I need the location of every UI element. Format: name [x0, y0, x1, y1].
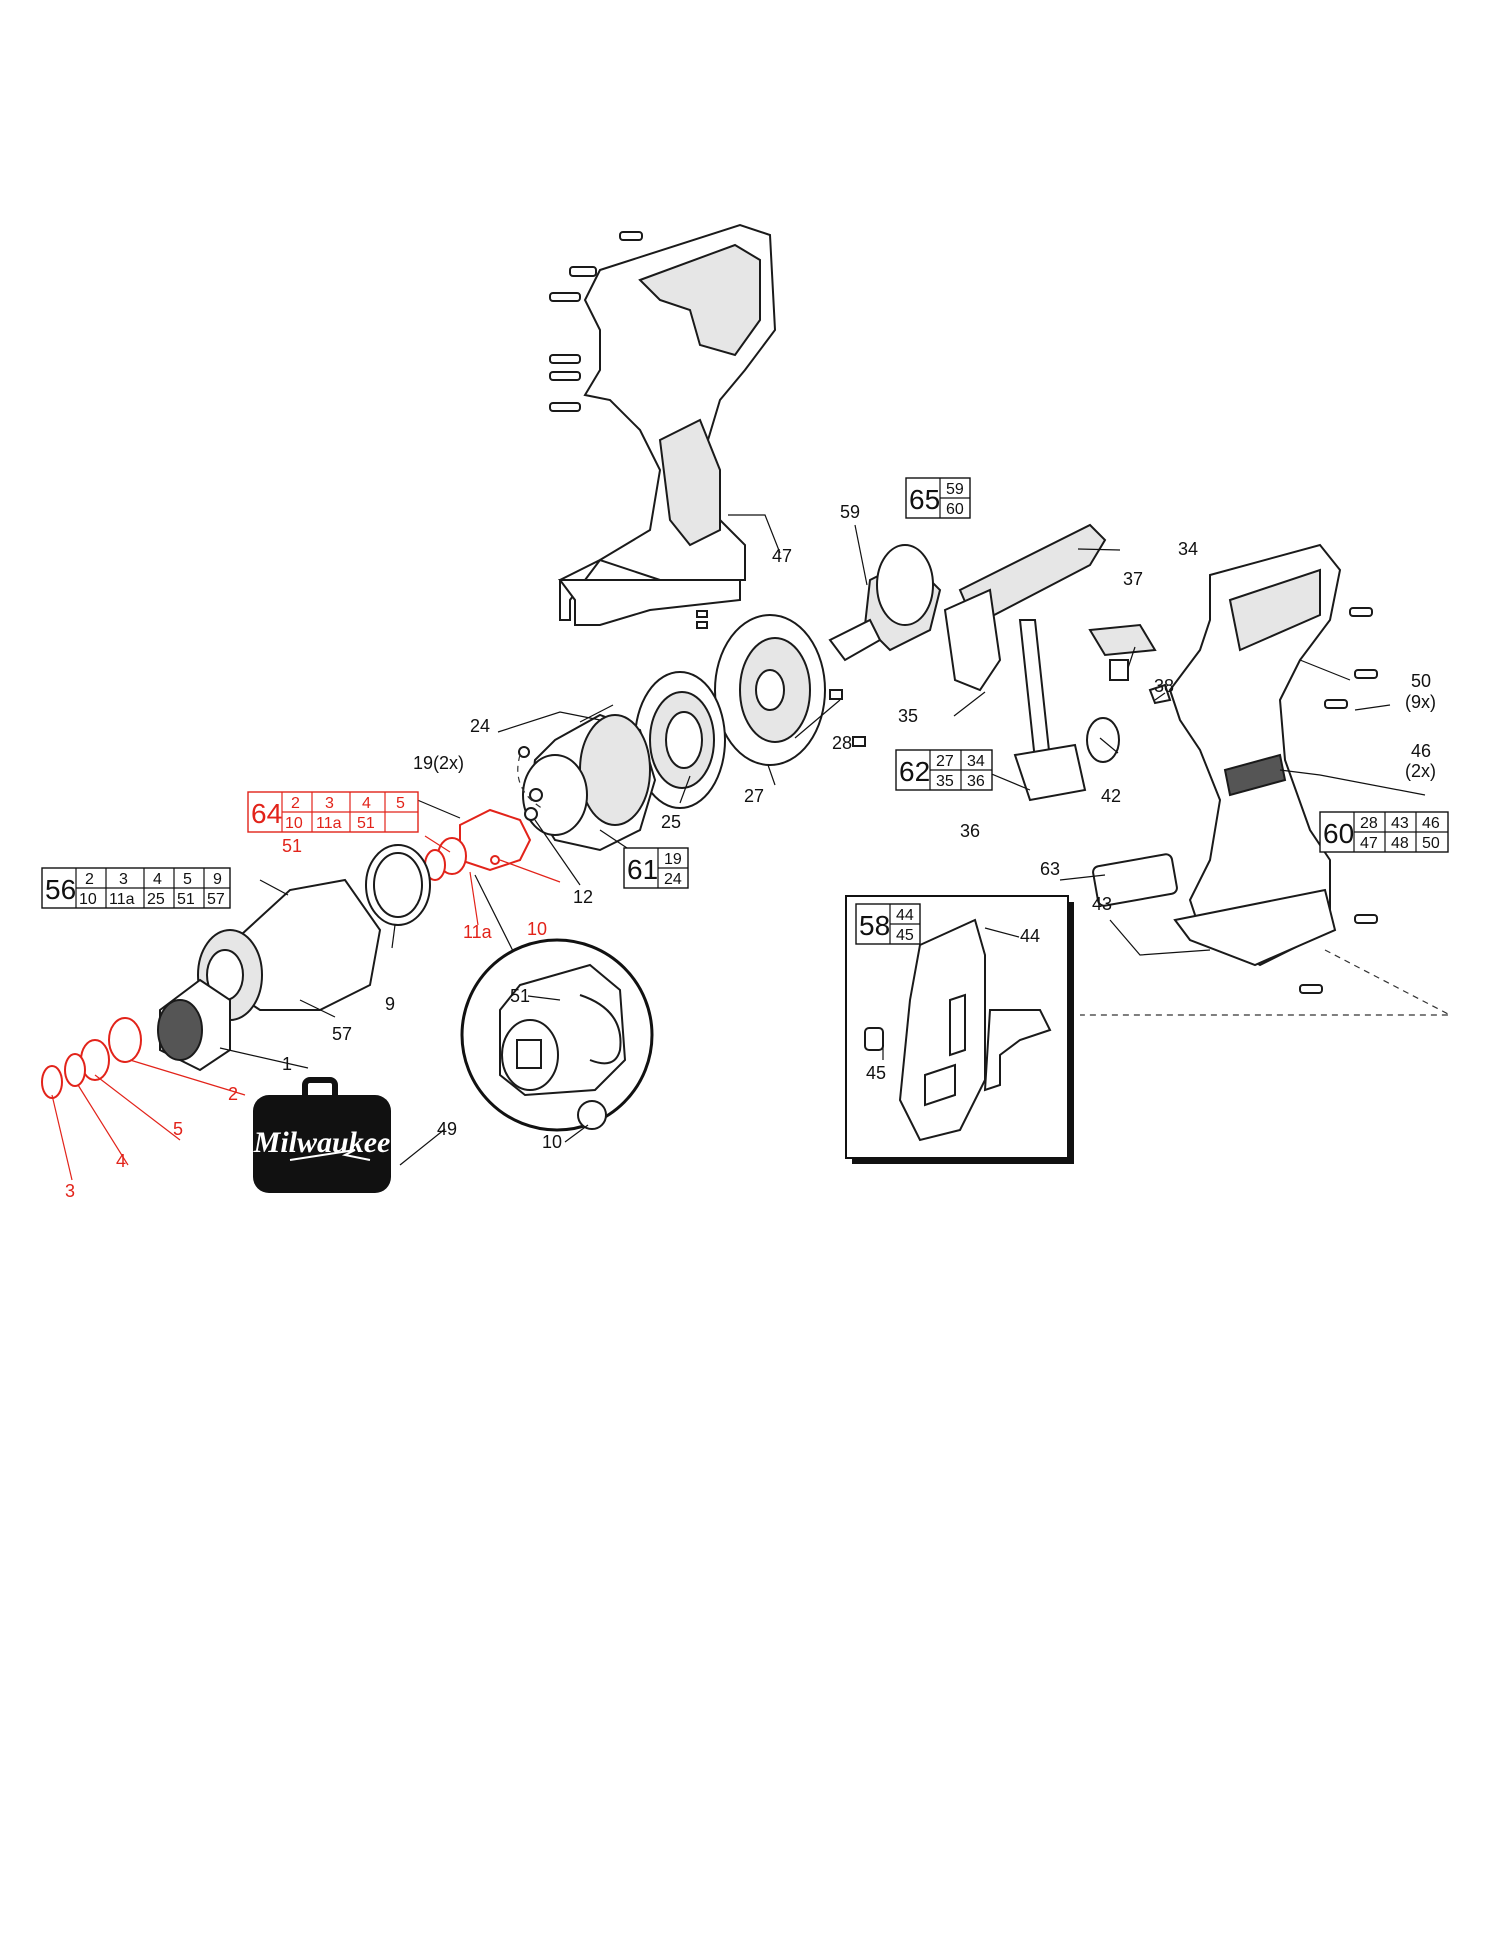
label-11a: 11a — [463, 922, 493, 942]
case-brand-text: Milwaukee — [253, 1126, 391, 1159]
label-37: 37 — [1123, 569, 1143, 589]
kit-56-cell: 2 — [85, 871, 94, 888]
kit-64-cell: 3 — [325, 795, 334, 812]
kit-64-cell: 2 — [291, 795, 300, 812]
leader-lines — [51, 514, 1426, 1181]
label-46: 46 — [1411, 741, 1431, 761]
kit-table-65: 65 59 60 — [905, 477, 971, 519]
label-19: 19(2x) — [413, 753, 464, 773]
kit-62-cell: 27 — [936, 753, 954, 770]
kit-60-cell: 46 — [1422, 815, 1440, 832]
front-red-parts — [41, 1017, 142, 1099]
label-12: 12 — [573, 887, 593, 907]
label-27: 27 — [744, 786, 764, 806]
label-25: 25 — [661, 812, 681, 832]
kit-56-cell: 9 — [213, 871, 222, 888]
label-10-detail: 10 — [542, 1132, 562, 1152]
electronics — [943, 523, 1172, 802]
label-59: 59 — [840, 502, 860, 522]
kit-62-cell: 35 — [936, 773, 954, 790]
label-24: 24 — [470, 716, 490, 736]
label-5: 5 — [173, 1119, 183, 1139]
label-42: 42 — [1101, 786, 1121, 806]
label-35: 35 — [898, 706, 918, 726]
kit-62-cell: 36 — [967, 773, 985, 790]
kit-65-id: 65 — [909, 484, 940, 515]
label-51: 51 — [282, 836, 302, 856]
label-43: 43 — [1092, 894, 1112, 914]
kit-56-id: 56 — [45, 874, 76, 905]
kit-58-id: 58 — [859, 910, 890, 941]
label-4: 4 — [116, 1151, 126, 1171]
kit-61-cell: 24 — [664, 871, 682, 888]
label-50: 50 — [1411, 671, 1431, 691]
kit-64-cell: 4 — [362, 795, 371, 812]
kit-62-id: 62 — [899, 756, 930, 787]
gear-housing — [197, 844, 431, 1021]
label-50-qty: (9x) — [1405, 692, 1436, 712]
label-28: 28 — [832, 733, 852, 753]
label-45: 45 — [866, 1063, 886, 1083]
right-housing-half — [1080, 543, 1451, 1016]
kit-56-cell: 51 — [177, 891, 195, 908]
kit-table-60: 60 28 43 46 47 48 50 — [1319, 811, 1449, 853]
kit-60-cell: 48 — [1391, 835, 1409, 852]
kit-table-62: 62 27 34 35 36 — [895, 749, 993, 791]
kit-56-cell: 11a — [109, 891, 135, 908]
label-51-detail: 51 — [510, 986, 530, 1006]
kit-56-cell: 25 — [147, 891, 165, 908]
label-44: 44 — [1020, 926, 1040, 946]
carry-case: Milwaukee — [253, 1077, 391, 1193]
kit-table-61: 61 19 24 — [623, 847, 689, 889]
anvil — [424, 807, 538, 881]
kit-56-cell: 4 — [153, 871, 162, 888]
label-10: 10 — [527, 919, 547, 939]
kit-60-cell: 50 — [1422, 835, 1440, 852]
kit-64-cell: 10 — [285, 815, 303, 832]
kit-64-cell: 51 — [357, 815, 375, 832]
anvil-detail-circle — [460, 874, 654, 1132]
kit-table-64: 64 2 3 4 5 10 11a 51 — [247, 791, 419, 833]
kit-62-cell: 34 — [967, 753, 985, 770]
label-1: 1 — [282, 1054, 292, 1074]
label-9: 9 — [385, 994, 395, 1014]
housing-half — [549, 223, 777, 629]
motor-rotor — [828, 544, 942, 662]
label-3: 3 — [65, 1181, 75, 1201]
kit-64-id: 64 — [251, 798, 282, 829]
nose-boot — [157, 978, 231, 1072]
kit-61-id: 61 — [627, 854, 658, 885]
kit-56-cell: 3 — [119, 871, 128, 888]
label-47: 47 — [772, 546, 792, 566]
label-63: 63 — [1040, 859, 1060, 879]
label-57: 57 — [332, 1024, 352, 1044]
label-34: 34 — [1178, 539, 1198, 559]
kit-64-cell: 11a — [316, 815, 342, 832]
label-49: 49 — [437, 1119, 457, 1139]
kit-58-cell: 44 — [896, 907, 914, 924]
label-36: 36 — [960, 821, 980, 841]
kit-65-cell: 59 — [946, 481, 964, 498]
part-labels: 47 59 34 37 38 42 50 (9x) 46 (2x) 35 36 … — [65, 502, 1436, 1201]
kit-60-cell: 43 — [1391, 815, 1409, 832]
hammer-cam — [517, 713, 657, 852]
label-46-qty: (2x) — [1405, 761, 1436, 781]
kit-64-cell: 5 — [396, 795, 405, 812]
stator — [714, 614, 866, 766]
fan-plate — [634, 671, 726, 809]
kit-60-cell: 47 — [1360, 835, 1378, 852]
kit-56-cell: 57 — [207, 891, 225, 908]
kit-65-cell: 60 — [946, 501, 964, 518]
kit-table-56: 56 2 3 4 5 9 10 11a 25 51 57 — [41, 867, 231, 909]
kit-60-cell: 28 — [1360, 815, 1378, 832]
label-2: 2 — [228, 1084, 238, 1104]
kit-60-id: 60 — [1323, 818, 1354, 849]
kit-61-cell: 19 — [664, 851, 682, 868]
kit-table-58: 58 44 45 — [855, 903, 921, 945]
label-38: 38 — [1154, 676, 1174, 696]
kit-56-cell: 10 — [79, 891, 97, 908]
kit-58-cell: 45 — [896, 927, 914, 944]
kit-56-cell: 5 — [183, 871, 192, 888]
